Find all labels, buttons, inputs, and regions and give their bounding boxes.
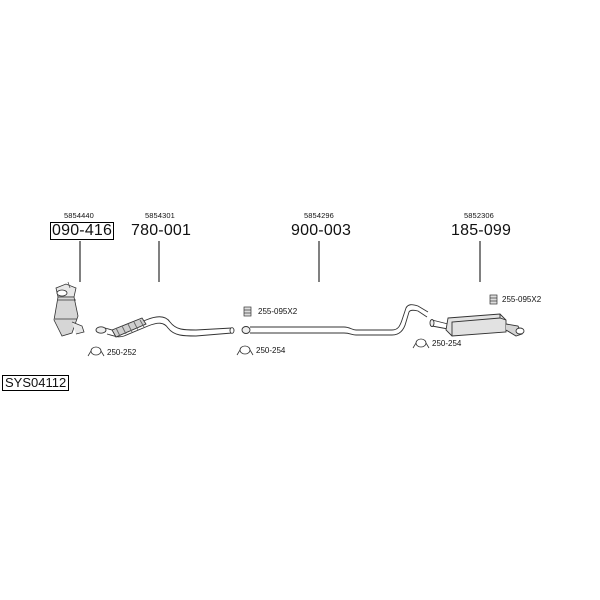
catalytic-converter-drawing — [53, 281, 85, 337]
oem-number-front-pipe: 5854301 — [145, 211, 175, 220]
clamp-250-252-drawing — [87, 346, 105, 357]
accessory-clamp-250-254-rear[interactable]: 250-254 — [432, 339, 462, 348]
middle-pipe-drawing — [241, 304, 429, 336]
clip-255-095x2-rear-drawing — [489, 294, 498, 305]
clamp-250-254-middle-drawing — [236, 345, 254, 356]
clamp-250-254-rear-drawing — [412, 338, 430, 349]
accessory-clamp-250-252[interactable]: 250-252 — [107, 348, 137, 357]
front-pipe-drawing — [95, 316, 235, 338]
accessory-clip-255-095x2-middle[interactable]: 255-095X2 — [258, 307, 298, 316]
oem-number-middle-pipe: 5854296 — [304, 211, 334, 220]
system-code-label: SYS04112 — [2, 375, 70, 391]
accessory-clamp-250-254-middle[interactable]: 250-254 — [256, 346, 286, 355]
oem-number-catalyst: 5854440 — [64, 211, 94, 220]
rear-silencer-drawing — [429, 313, 525, 337]
part-number-rear-silencer[interactable]: 185-099 — [451, 222, 512, 239]
clip-255-095x2-middle-drawing — [243, 306, 252, 317]
part-number-catalyst[interactable]: 090-416 — [50, 222, 115, 240]
accessory-clip-255-095x2-rear[interactable]: 255-095X2 — [502, 295, 542, 304]
oem-number-rear-silencer: 5852306 — [464, 211, 494, 220]
part-number-middle-pipe[interactable]: 900-003 — [291, 222, 352, 239]
part-number-front-pipe[interactable]: 780-001 — [131, 222, 192, 239]
